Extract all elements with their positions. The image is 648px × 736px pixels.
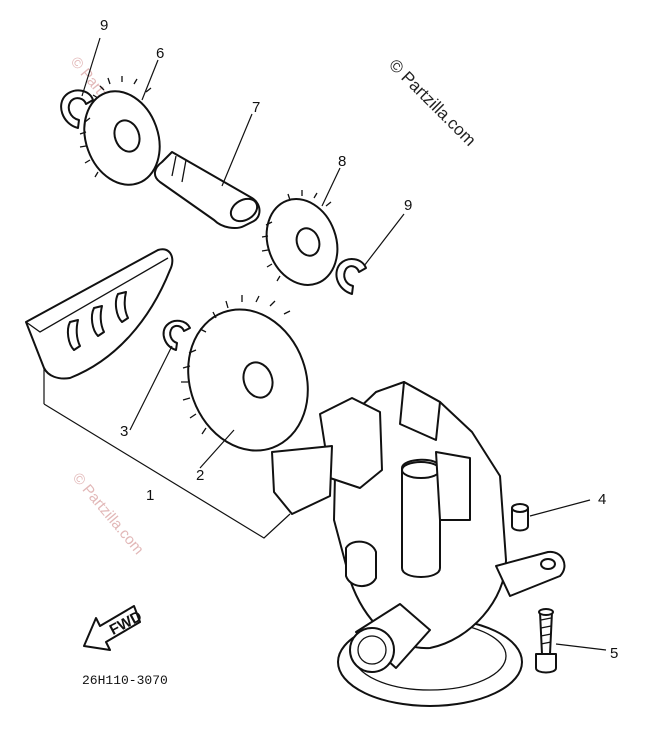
oil-pump-housing xyxy=(271,381,566,707)
leader-lines xyxy=(43,37,607,651)
callout-3: 3 xyxy=(120,423,128,440)
cover-part-1 xyxy=(25,248,174,380)
bolt-part-5 xyxy=(535,608,557,674)
watermark-faint-left: © Partzilla.com xyxy=(69,470,147,558)
callout-5: 5 xyxy=(610,645,618,662)
fwd-arrow: FWD xyxy=(83,605,145,651)
callout-9b: 9 xyxy=(404,197,412,214)
part-code: 26H110-3070 xyxy=(82,673,168,688)
callout-9a: 9 xyxy=(100,17,108,34)
gear-part-2 xyxy=(181,295,309,452)
callout-6: 6 xyxy=(156,45,164,62)
callout-1: 1 xyxy=(146,487,154,504)
gear-part-6 xyxy=(79,76,161,186)
circlip-part-3 xyxy=(162,319,191,351)
callout-2: 2 xyxy=(196,467,204,484)
circlip-part-9b xyxy=(335,258,367,295)
circlip-part-9a xyxy=(60,89,94,129)
callout-7: 7 xyxy=(252,99,260,116)
callout-4: 4 xyxy=(598,491,606,508)
callout-8: 8 xyxy=(338,153,346,170)
shaft-part-7 xyxy=(154,151,261,229)
dowel-pin-part-4 xyxy=(511,503,529,532)
gear-part-8 xyxy=(261,190,339,286)
watermark-main: © Partzilla.com xyxy=(385,55,479,149)
